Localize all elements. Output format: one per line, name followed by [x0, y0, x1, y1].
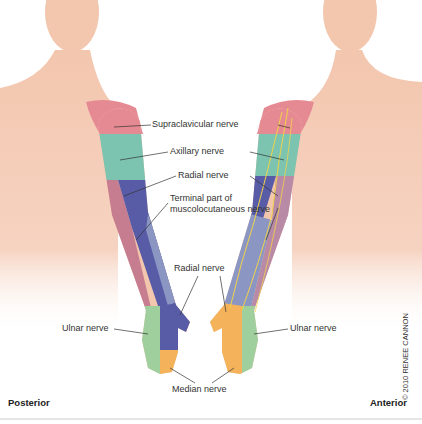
nerve-label: Median nerve — [172, 384, 227, 395]
posterior-arm — [80, 90, 200, 390]
bottom-rule — [0, 419, 422, 420]
nerve-label: Axillary nerve — [170, 146, 224, 157]
nerve-label: Supraclavicular nerve — [152, 119, 239, 130]
torso-posterior — [0, 50, 123, 335]
copyright-note: © 2010 RENEE CANNON — [400, 313, 411, 400]
leader-lines — [114, 125, 290, 383]
anterior-arm — [200, 90, 320, 390]
nerve-label: Radial nerve — [174, 263, 225, 274]
head — [45, 0, 99, 52]
nerve-label: Radial nerve — [178, 170, 229, 181]
nerve-label: Ulnar nerve — [62, 323, 109, 334]
head — [323, 0, 377, 52]
nerve-label: Terminal part of muscolocutaneous nerve — [170, 193, 282, 215]
torso-anterior — [290, 50, 422, 335]
nerve-label: Ulnar nerve — [290, 323, 337, 334]
view-label: Posterior — [8, 397, 50, 408]
